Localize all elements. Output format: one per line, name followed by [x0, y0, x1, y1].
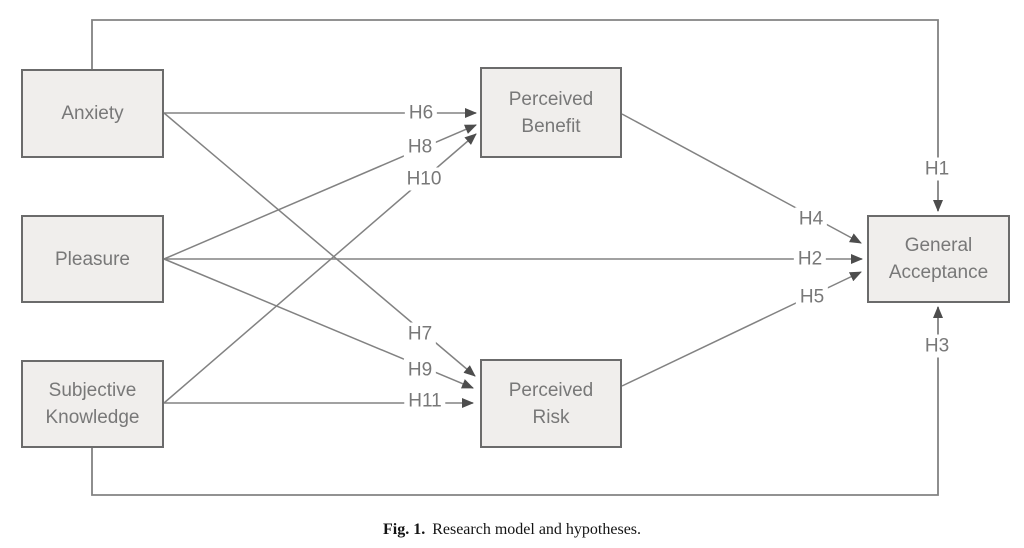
- figure-caption: Fig. 1. Research model and hypotheses.: [0, 520, 1024, 540]
- node-perceived-risk-label: Perceived Risk: [508, 379, 594, 428]
- edge-h1: [91, 19, 943, 212]
- figure-caption-number: Fig. 1.: [382, 521, 426, 538]
- node-perceived-benefit: Perceived Benefit: [480, 67, 622, 158]
- edge-label-h1: H1: [920, 157, 954, 181]
- edge-label-h7: H7: [403, 322, 437, 346]
- edge-label-h5: H5: [795, 285, 829, 309]
- node-pleasure-label: Pleasure: [55, 248, 130, 270]
- edge-label-h10: H10: [402, 167, 446, 191]
- edge-h3: [91, 306, 943, 496]
- node-subjective-knowledge-label: Subjective Knowledge: [45, 380, 140, 428]
- node-general-acceptance: General Acceptance: [867, 215, 1010, 303]
- edge-label-h11: H11: [404, 389, 446, 413]
- edge-label-h6: H6: [404, 101, 438, 125]
- node-subjective-knowledge: Subjective Knowledge: [21, 360, 164, 448]
- edge-label-h8: H8: [403, 135, 437, 159]
- node-perceived-risk: Perceived Risk: [480, 359, 622, 448]
- node-general-acceptance-label: General Acceptance: [888, 235, 989, 283]
- edge-label-h9: H9: [403, 358, 437, 382]
- node-anxiety-label: Anxiety: [61, 103, 124, 124]
- figure-caption-text: Research model and hypotheses.: [432, 521, 642, 538]
- edge-label-h2: H2: [793, 247, 827, 271]
- edge-label-h3: H3: [920, 334, 954, 358]
- node-anxiety: Anxiety: [21, 69, 164, 158]
- node-perceived-benefit-label: Perceived Benefit: [508, 88, 594, 137]
- edge-label-h4: H4: [794, 207, 828, 231]
- node-pleasure: Pleasure: [21, 215, 164, 303]
